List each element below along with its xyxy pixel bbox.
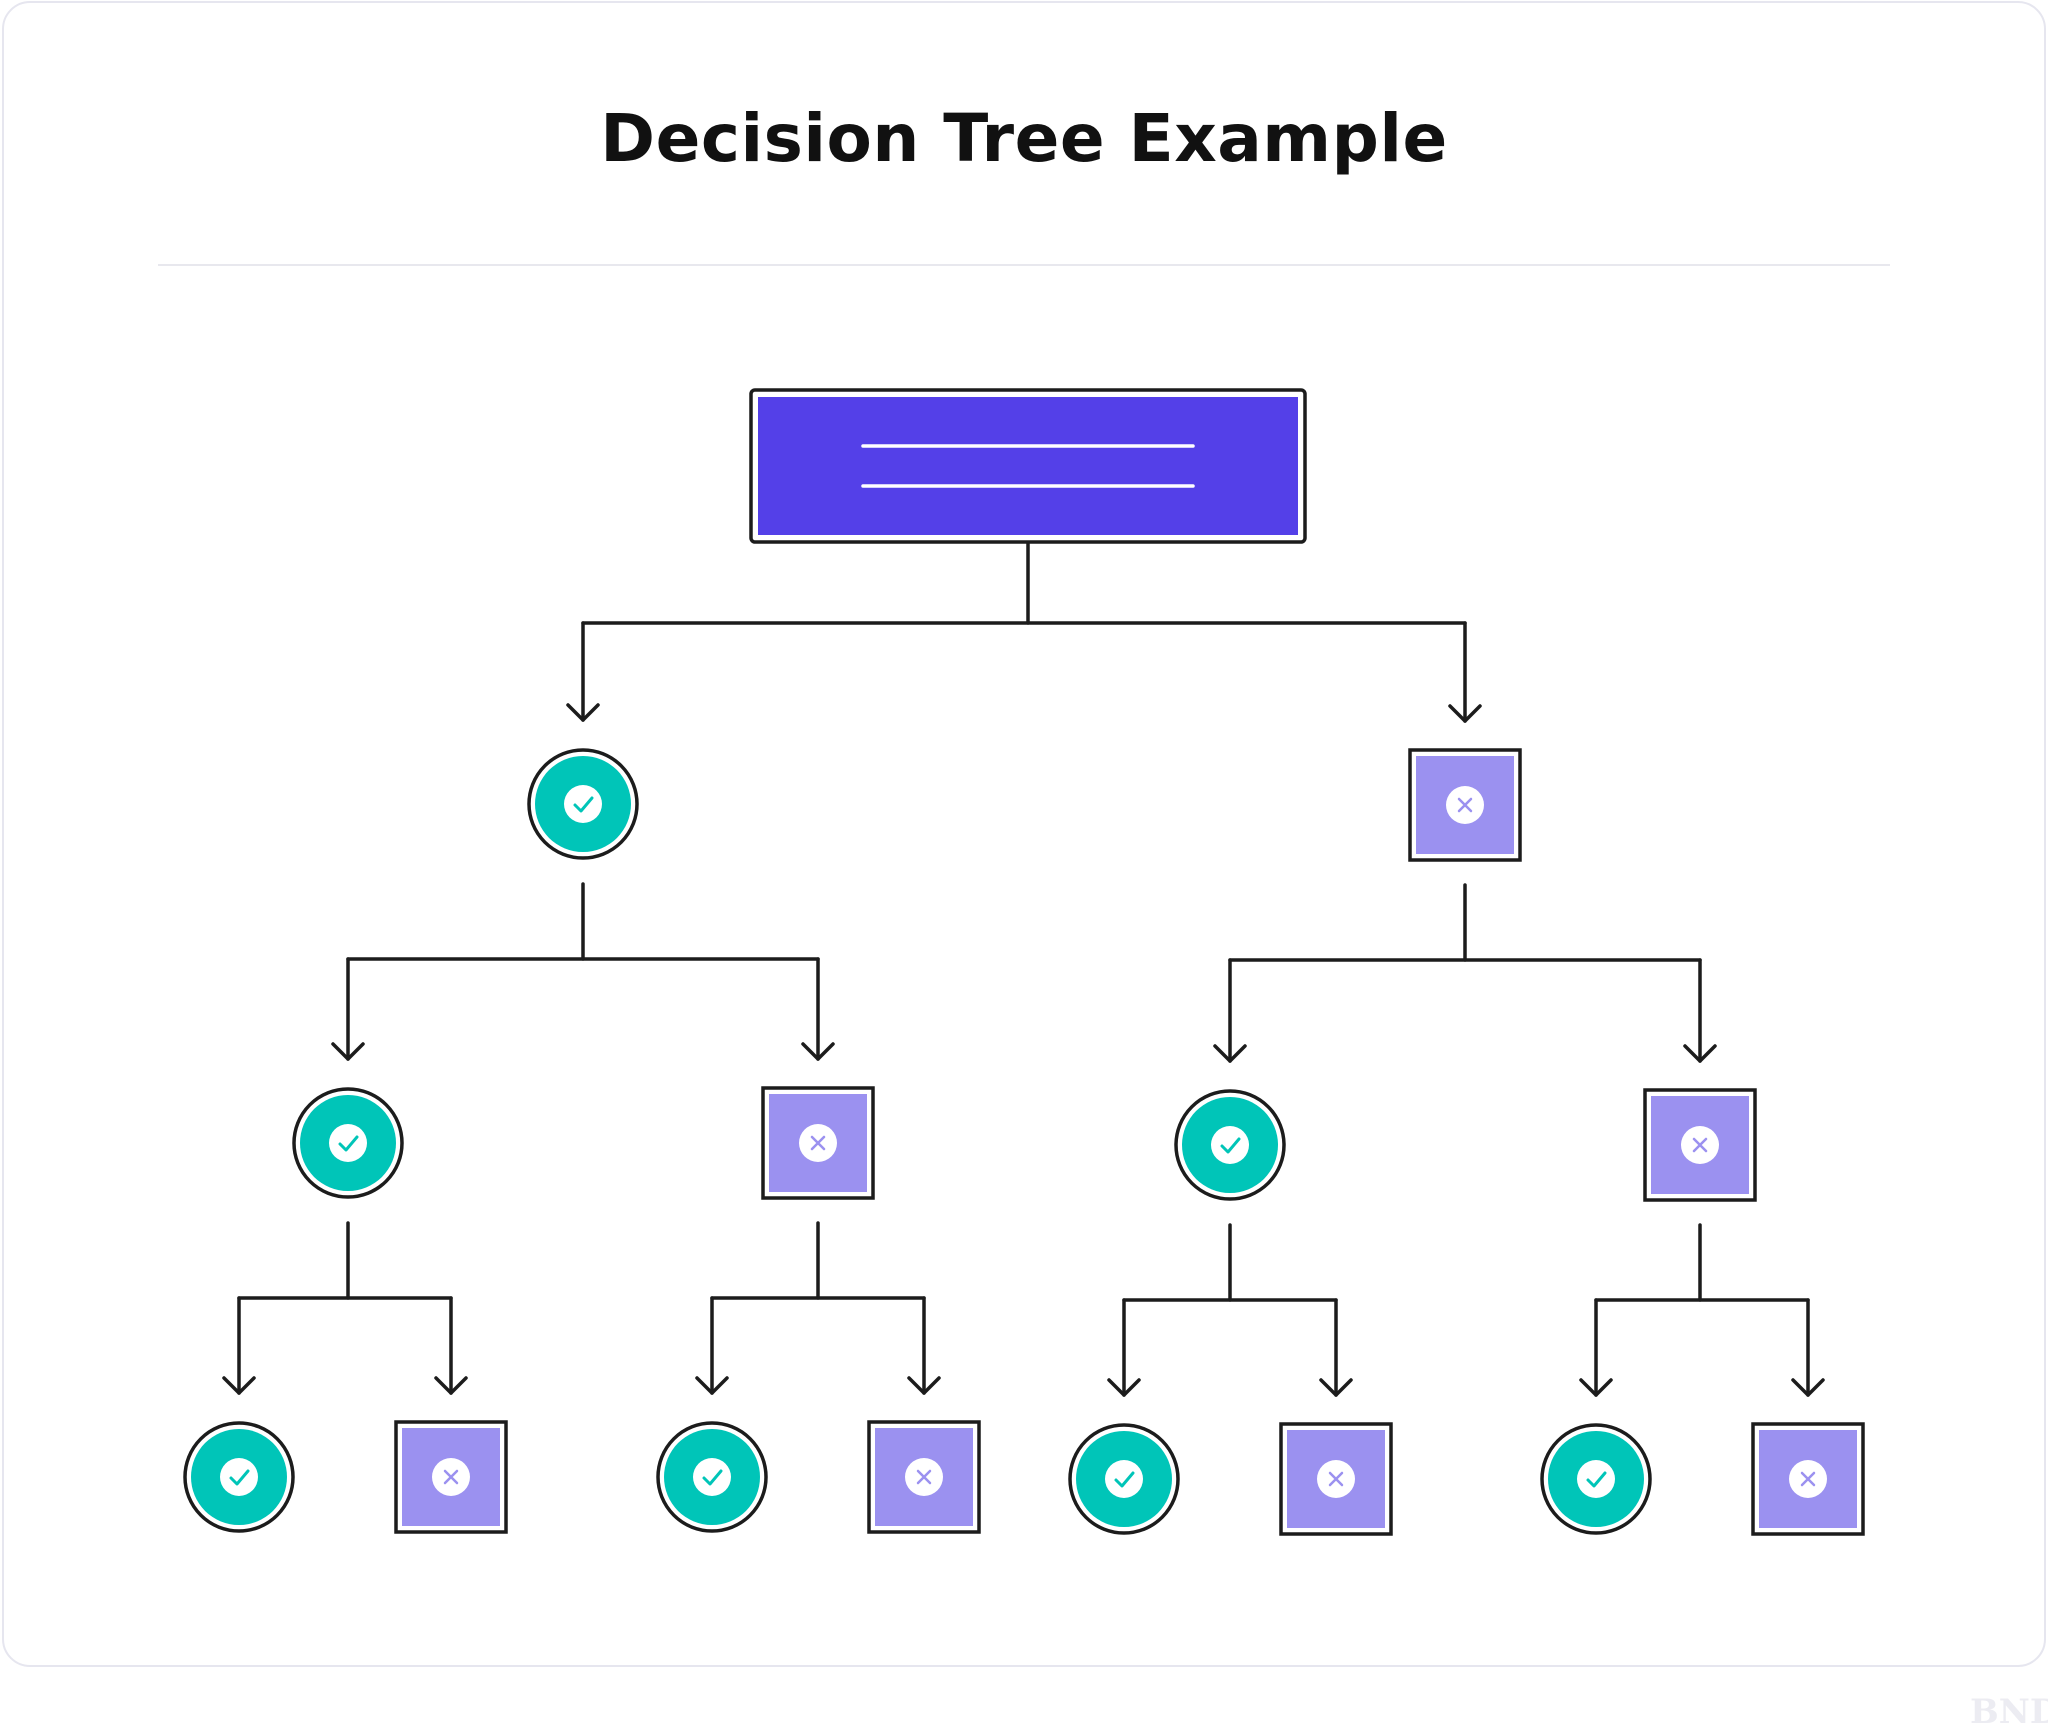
- arrow-icon: [695, 1376, 729, 1395]
- watermark-logo: BND: [1970, 1692, 2048, 1732]
- yes-node: [183, 1421, 295, 1533]
- check-icon: [573, 796, 594, 813]
- yes-node: [1540, 1423, 1652, 1535]
- root-box-fill: [758, 397, 1298, 535]
- badge: [693, 1458, 731, 1496]
- badge: [1211, 1126, 1249, 1164]
- no-node: [1408, 748, 1522, 862]
- yes-node: [656, 1421, 768, 1533]
- root-node: [749, 388, 1307, 544]
- x-icon: [916, 1469, 932, 1485]
- check-icon: [1220, 1137, 1241, 1154]
- no-node: [761, 1086, 875, 1200]
- text-lines-icon: [861, 444, 1195, 488]
- arrow-icon: [1107, 1378, 1141, 1397]
- arrow-icon: [434, 1376, 468, 1395]
- arrow-icon: [1683, 1044, 1717, 1063]
- badge: [1577, 1460, 1615, 1498]
- yes-node: [1174, 1089, 1286, 1201]
- check-icon: [1114, 1471, 1135, 1488]
- x-icon: [1800, 1471, 1816, 1487]
- x-icon: [1328, 1471, 1344, 1487]
- x-icon: [443, 1469, 459, 1485]
- divider: [158, 264, 1890, 266]
- no-node: [1279, 1422, 1393, 1536]
- no-node: [1643, 1088, 1757, 1202]
- check-icon: [1586, 1471, 1607, 1488]
- badge: [1105, 1460, 1143, 1498]
- x-icon: [810, 1135, 826, 1151]
- arrow-icon: [566, 703, 600, 722]
- arrow-icon: [801, 1042, 835, 1061]
- arrow-icon: [222, 1376, 256, 1395]
- yes-node: [1068, 1423, 1180, 1535]
- x-icon: [1692, 1137, 1708, 1153]
- arrow-icon: [1579, 1378, 1613, 1397]
- nodes: [183, 388, 1865, 1536]
- arrow-icon: [1791, 1378, 1825, 1397]
- no-node: [867, 1420, 981, 1534]
- connectors: [222, 540, 1825, 1397]
- diagram-card: [2, 1, 2046, 1667]
- x-icon: [1457, 797, 1473, 813]
- check-icon: [338, 1135, 359, 1152]
- badge: [220, 1458, 258, 1496]
- arrow-icon: [907, 1376, 941, 1395]
- check-icon: [229, 1469, 250, 1486]
- yes-node: [292, 1087, 404, 1199]
- arrow-icon: [1213, 1044, 1247, 1063]
- no-node: [394, 1420, 508, 1534]
- badge: [329, 1124, 367, 1162]
- yes-node: [527, 748, 639, 860]
- check-icon: [702, 1469, 723, 1486]
- arrow-icon: [1319, 1378, 1353, 1397]
- page-title: Decision Tree Example: [600, 100, 1448, 177]
- arrow-icon: [1448, 704, 1482, 723]
- no-node: [1751, 1422, 1865, 1536]
- arrow-icon: [331, 1042, 365, 1061]
- badge: [564, 785, 602, 823]
